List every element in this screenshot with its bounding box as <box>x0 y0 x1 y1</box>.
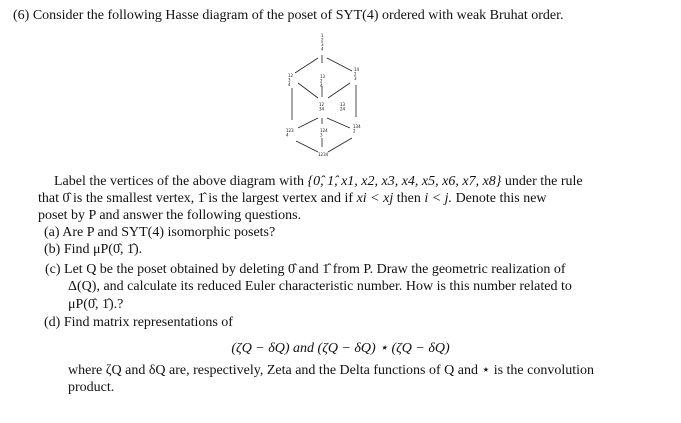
item-b: (b) Find μP(0̂, 1̂). <box>44 242 143 257</box>
formula-and: and <box>293 341 315 356</box>
tableau-row: 4 <box>320 83 323 88</box>
tableau-row: 3 <box>288 78 291 83</box>
tableau-row: 3 <box>354 76 357 81</box>
tableau-row: 12 <box>319 102 325 107</box>
paragraph-text: that 0̂ is the smallest vertex, 1̂ is th… <box>38 191 354 206</box>
tableau-row: 134 <box>353 124 361 129</box>
tableau-row: 3 <box>320 133 323 138</box>
paragraph-line-3: poset by P and answer the following ques… <box>38 208 302 223</box>
tableau-row: 1 <box>321 33 324 38</box>
paragraph-text: then <box>396 191 421 206</box>
paragraph-text: Denote this new <box>455 191 547 206</box>
paragraph-text: Label the vertices of the above diagram … <box>54 174 304 189</box>
question-number: (6) <box>13 8 30 23</box>
tableau-row: 14 <box>354 67 360 72</box>
edge-top-right <box>326 57 353 72</box>
edge-to-134-2 <box>326 117 351 129</box>
tableau-row: 13 <box>340 102 346 107</box>
tableau-row: 13 <box>320 74 326 79</box>
tableau-row: 3 <box>321 42 324 47</box>
edge-top-left <box>294 57 319 74</box>
tableau-row: 123 <box>286 128 294 133</box>
order-condition: xi < xj <box>356 191 394 206</box>
tableau-row: 34 <box>319 107 325 112</box>
tableau-row: 2 <box>353 129 356 134</box>
question-intro-line: (6) Consider the following Hasse diagram… <box>13 8 564 24</box>
matrix-formula: (ζQ − δQ) and (ζQ − δQ) ⋆ (ζQ − δQ) <box>0 340 681 357</box>
tableau-row: 124 <box>320 128 328 133</box>
tableau-row: 4 <box>288 82 291 87</box>
tableau-row: 2 <box>320 79 323 84</box>
tableau-row: 4 <box>286 133 289 138</box>
tableau-row: 4 <box>321 47 324 52</box>
item-c-line-1: (c) Let Q be the poset obtained by delet… <box>45 262 566 277</box>
paragraph-line-1: Label the vertices of the above diagram … <box>54 174 583 190</box>
edge-to-123-4 <box>297 117 319 129</box>
tableau-row: 1234 <box>318 152 329 157</box>
edge-bottom-right <box>327 137 353 153</box>
formula-convolution: (ζQ − δQ) ⋆ (ζQ − δQ) <box>317 341 450 356</box>
where-line-2: product. <box>68 380 115 395</box>
item-a: (a) Are P and SYT(4) isomorphic posets? <box>44 225 276 240</box>
tableau-row: 2 <box>321 38 324 43</box>
formula-zeta-minus-delta: (ζQ − δQ) <box>231 341 290 356</box>
paragraph-text: under the rule <box>504 174 583 189</box>
node-bottom: 1234 <box>318 152 329 157</box>
tableau-row: 24 <box>340 107 346 112</box>
paragraph-line-2: that 0̂ is the smallest vertex, 1̂ is th… <box>38 191 547 207</box>
edge-bottom-left <box>295 140 319 153</box>
index-condition: i < j. <box>424 191 453 206</box>
edge-left-to-12-34 <box>297 82 319 99</box>
edge-right-to-13-24 <box>327 82 351 99</box>
tableau-row: 2 <box>354 72 357 77</box>
tableau-row: 12 <box>288 73 294 78</box>
question-intro: Consider the following Hasse diagram of … <box>32 8 564 23</box>
where-line-1: where ζQ and δQ are, respectively, Zeta … <box>68 363 595 378</box>
item-c-line-3: μP(0̂, 1̂).? <box>68 297 124 312</box>
item-c-line-2: Δ(Q), and calculate its reduced Euler ch… <box>68 279 572 294</box>
item-d: (d) Find matrix representations of <box>44 315 233 330</box>
vertex-label-set: {0̂, 1̂, x1, x2, x3, x4, x5, x6, x7, x8} <box>307 174 502 189</box>
